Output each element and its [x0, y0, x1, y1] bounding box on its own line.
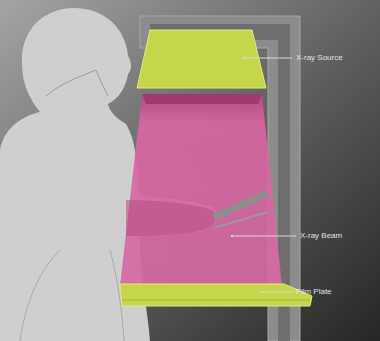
compression-paddle: [212, 190, 270, 220]
leader-dot: [231, 235, 233, 237]
leader-line: [262, 292, 292, 293]
part-label: Film Plate: [296, 287, 332, 297]
beam-top: [142, 94, 262, 104]
xray-source: [137, 30, 266, 88]
part-label: X-ray Source: [296, 53, 343, 63]
film-plate: [120, 284, 312, 306]
leader-dot: [243, 57, 245, 59]
xray-beam: [120, 94, 282, 286]
part-label: X-ray Beam: [300, 231, 342, 241]
film-plate-edge: [122, 300, 310, 301]
hair-line: [46, 70, 108, 96]
leader-line: [244, 58, 292, 59]
breast-tissue: [126, 200, 215, 236]
paddle-arm: [214, 212, 268, 228]
arm-line: [20, 250, 124, 341]
leader-dot: [261, 291, 263, 293]
leader-line: [232, 236, 296, 237]
